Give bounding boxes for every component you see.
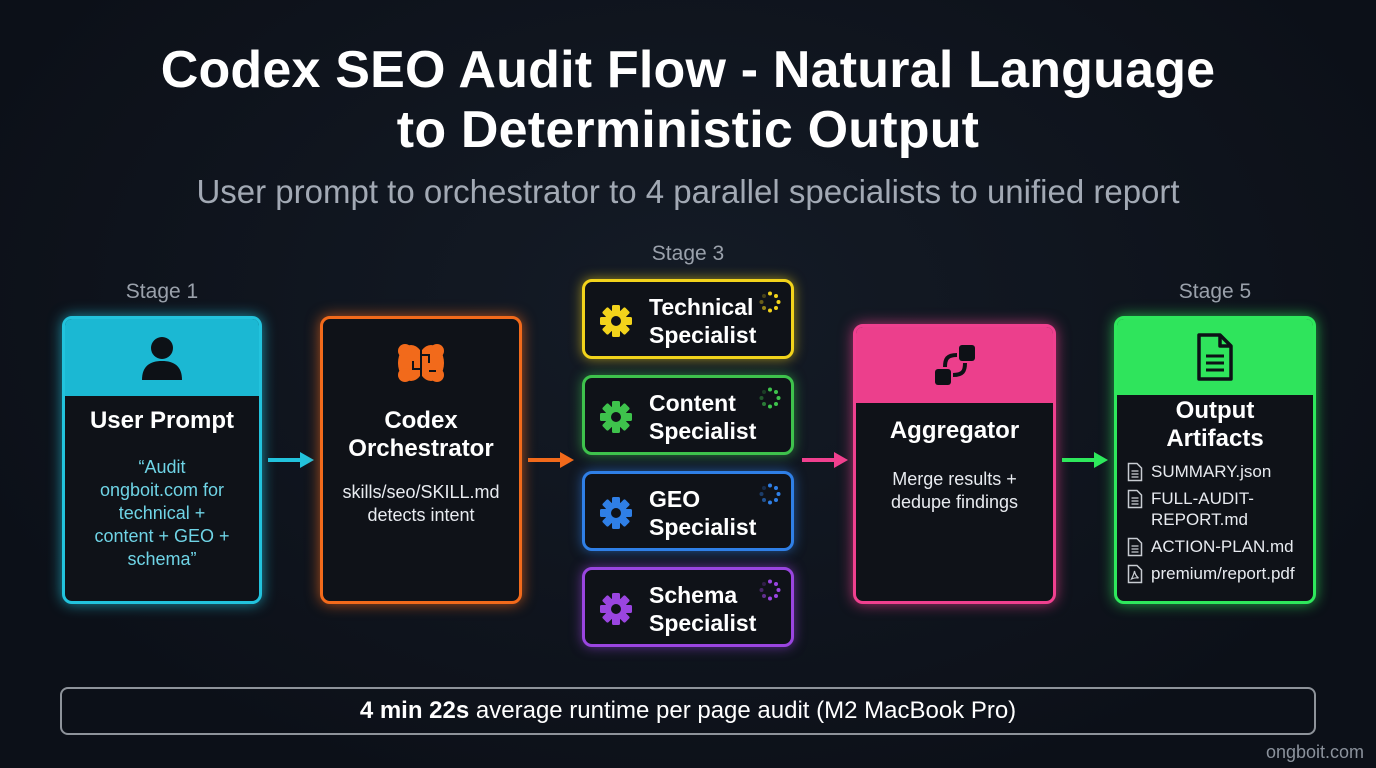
arrow-orchestrator-to-specialists: [528, 452, 574, 468]
user-prompt-line: technical +: [118, 503, 206, 523]
arrow-specialists-to-aggregator: [802, 452, 848, 468]
file-item-action-plan: ACTION-PLAN.md: [1127, 536, 1307, 557]
file-item-summary: SUMMARY.json: [1127, 461, 1307, 482]
user-prompt-line: schema”: [127, 549, 197, 569]
arrow-user-to-orchestrator: [268, 452, 314, 468]
output-title-line: Output: [1175, 397, 1255, 424]
title-line-2: to Deterministic Output: [396, 101, 980, 159]
stage-5-label: Stage 5: [1178, 280, 1252, 303]
specialist-name-line: GEO: [649, 486, 701, 512]
geo-specialist-label: GEO Specialist: [649, 485, 756, 541]
orchestrator-title: Codex Orchestrator: [323, 407, 519, 463]
file-name: FULL-AUDIT- REPORT.md: [1151, 488, 1254, 530]
technical-specialist-label: Technical Specialist: [649, 293, 756, 349]
schema-specialist-label: Schema Specialist: [649, 581, 756, 637]
specialist-name-line: Technical: [649, 294, 754, 320]
file-name: premium/report.pdf: [1151, 563, 1295, 584]
user-prompt-line: “Audit: [138, 457, 186, 477]
runtime-value: 4 min 22s: [359, 697, 470, 724]
user-prompt-line: content + GEO +: [94, 526, 230, 546]
output-title-line: Artifacts: [1166, 425, 1264, 452]
merge-icon: [934, 345, 975, 385]
output-artifacts-card: Output Artifacts SUMMARY.json FULL-AUDIT…: [1114, 316, 1316, 604]
file-icon: [1127, 489, 1143, 509]
page-subtitle: User prompt to orchestrator to 4 paralle…: [196, 173, 1180, 210]
gear-icon: [600, 497, 632, 529]
file-name-line: FULL-AUDIT-: [1151, 489, 1254, 508]
pdf-icon: [1127, 564, 1143, 584]
brand-watermark: ongboit.com: [1265, 742, 1364, 762]
title-line-1: Codex SEO Audit Flow - Natural Language: [160, 41, 1216, 99]
gear-icon: [600, 593, 632, 625]
geo-specialist-card: GEO Specialist: [582, 471, 794, 551]
aggregator-header: [856, 327, 1053, 403]
artifact-file-list: SUMMARY.json FULL-AUDIT- REPORT.md ACTIO…: [1127, 461, 1307, 590]
content-specialist-card: Content Specialist: [582, 375, 794, 455]
file-name-line: premium/report.pdf: [1151, 564, 1295, 583]
file-name-line: SUMMARY.json: [1151, 462, 1272, 481]
aggregator-card: Aggregator Merge results + dedupe findin…: [853, 324, 1056, 604]
orchestrator-line: detects intent: [367, 505, 475, 525]
file-name: ACTION-PLAN.md: [1151, 536, 1294, 557]
user-prompt-line: ongboit.com for: [99, 480, 225, 500]
stage-3-label: Stage 3: [651, 242, 725, 265]
aggregator-line: Merge results +: [892, 469, 1017, 489]
orchestrator-header: [323, 319, 519, 399]
brain-icon: [398, 344, 444, 382]
page-title: Codex SEO Audit Flow - Natural Language …: [0, 40, 1376, 160]
orchestrator-title-line: Codex: [384, 407, 458, 434]
orchestrator-card: Codex Orchestrator skills/seo/SKILL.md d…: [320, 316, 522, 604]
schema-specialist-card: Schema Specialist: [582, 567, 794, 647]
document-icon: [1197, 333, 1233, 381]
gear-icon: [600, 305, 632, 337]
specialist-name-line: Specialist: [649, 514, 757, 540]
specialist-name-line: Content: [649, 390, 736, 416]
file-icon: [1127, 462, 1143, 482]
user-prompt-text: “Audit ongboit.com for technical + conte…: [73, 456, 251, 571]
file-name-line: ACTION-PLAN.md: [1151, 537, 1294, 556]
technical-specialist-card: Technical Specialist: [582, 279, 794, 359]
orchestrator-title-line: Orchestrator: [348, 435, 494, 462]
specialist-name-line: Specialist: [649, 610, 757, 636]
stage-1-label: Stage 1: [125, 280, 199, 303]
aggregator-text: Merge results + dedupe findings: [864, 468, 1045, 514]
output-title: Output Artifacts: [1117, 397, 1313, 453]
loading-spinner-icon: [759, 291, 781, 313]
user-icon: [142, 336, 182, 380]
aggregator-line: dedupe findings: [890, 492, 1019, 512]
file-icon: [1127, 537, 1143, 557]
runtime-description: average runtime per page audit (M2 MacBo…: [469, 697, 1017, 724]
specialist-name-line: Specialist: [649, 418, 757, 444]
arrow-aggregator-to-output: [1062, 452, 1108, 468]
content-specialist-label: Content Specialist: [649, 389, 756, 445]
gear-icon: [600, 401, 632, 433]
user-prompt-title: User Prompt: [89, 407, 235, 434]
aggregator-title: Aggregator: [889, 417, 1020, 444]
file-name: SUMMARY.json: [1151, 461, 1271, 482]
file-name-line: REPORT.md: [1151, 510, 1248, 529]
loading-spinner-icon: [759, 579, 781, 601]
user-prompt-card: User Prompt “Audit ongboit.com for techn…: [62, 316, 262, 604]
file-item-premium-report: premium/report.pdf: [1127, 563, 1307, 584]
specialist-name-line: Specialist: [649, 322, 757, 348]
file-item-full-audit-report: FULL-AUDIT- REPORT.md: [1127, 488, 1307, 530]
specialist-name-line: Schema: [649, 582, 738, 608]
output-header: [1117, 319, 1313, 395]
orchestrator-line: skills/seo/SKILL.md: [342, 482, 500, 502]
runtime-summary-bar: 4 min 22s average runtime per page audit…: [60, 687, 1316, 735]
user-prompt-header: [65, 319, 259, 396]
loading-spinner-icon: [759, 483, 781, 505]
orchestrator-text: skills/seo/SKILL.md detects intent: [331, 481, 511, 527]
loading-spinner-icon: [759, 387, 781, 409]
